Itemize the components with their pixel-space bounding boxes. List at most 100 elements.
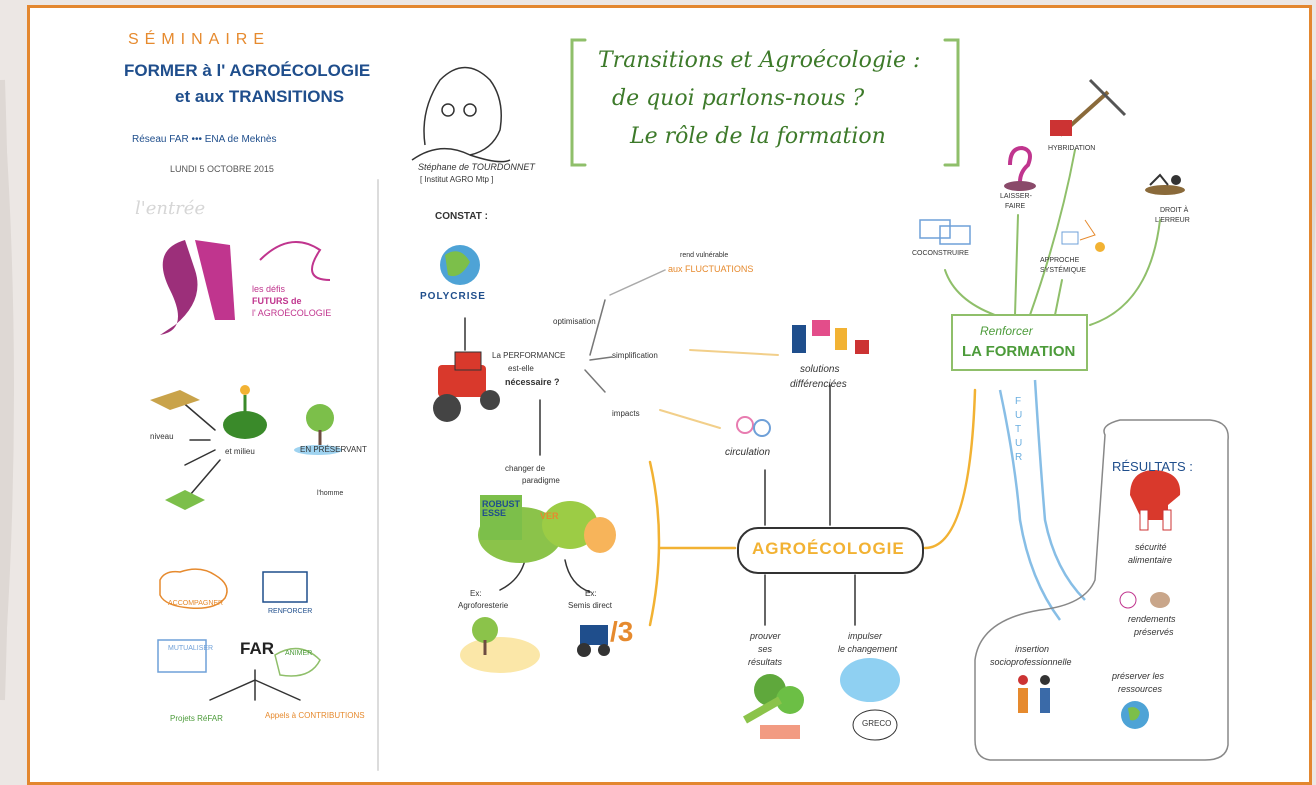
field-icon xyxy=(150,390,205,510)
small-tractor-icon xyxy=(577,625,610,657)
impulser-line1: impulser xyxy=(848,631,883,641)
trees-illustration xyxy=(478,495,616,563)
tree-icon xyxy=(294,404,342,455)
ex-agro-line2: Agroforesterie xyxy=(458,601,509,610)
greco-label: GRECO xyxy=(862,719,892,728)
polycrise-label: POLYCRISE xyxy=(420,291,486,302)
projets-label: Projets RéFAR xyxy=(170,714,223,723)
securite-line1: sécurité xyxy=(1135,542,1167,552)
prouver-line1: prouver xyxy=(750,631,781,641)
solutions-icon xyxy=(792,320,869,354)
agroecologie-label: AGROÉCOLOGIE xyxy=(752,539,905,558)
rendement-line2: préservés xyxy=(1134,627,1174,637)
entree-label: l'entrée xyxy=(135,198,206,219)
mutualiser-label: MUTUALISER xyxy=(168,645,214,652)
seminar-title-line2: et aux TRANSITIONS xyxy=(175,87,345,106)
insertion-line1: insertion xyxy=(1015,644,1050,654)
ribbon-icon xyxy=(160,240,331,335)
bubbles-icon xyxy=(919,219,971,245)
defis-line1: les défis xyxy=(252,284,286,294)
insertion-line2: socioprofessionnelle xyxy=(990,657,1072,667)
hybridation-label: HYBRIDATION xyxy=(1048,145,1096,152)
fluctuations-line2: aux FLUCTUATIONS xyxy=(668,264,754,274)
plant-icon xyxy=(223,385,267,439)
ex-semis-line2: Semis direct xyxy=(568,601,613,610)
question-line2: est-elle xyxy=(508,364,534,373)
resultats-heading: RÉSULTATS : xyxy=(1112,459,1193,474)
people-icon xyxy=(1018,675,1050,713)
simplification-label: simplification xyxy=(612,351,658,360)
ex-agro-line1: Ex: xyxy=(470,589,482,598)
laisser-line2: FAIRE xyxy=(1005,203,1026,210)
coconstruire-label: COCONSTRUIRE xyxy=(912,250,969,257)
robustesse-label: ROBUSTESSE xyxy=(482,499,520,518)
broccoli-icon xyxy=(743,674,804,739)
preserver-line1: préserver les xyxy=(1112,671,1165,681)
far-label: FAR xyxy=(240,639,274,658)
futur-label: FUTUR xyxy=(1015,396,1023,463)
speaker-name: Stéphane de TOURDONNET xyxy=(418,162,535,172)
laisser-line1: LAISSER- xyxy=(1000,193,1032,200)
poster-frame xyxy=(27,5,1312,785)
question-line3: nécessaire ? xyxy=(505,377,560,387)
droit-line2: L'ERREUR xyxy=(1155,217,1190,224)
renforcer-box xyxy=(951,314,1088,371)
approche-line1: APPROCHE xyxy=(1040,257,1080,264)
agroecologie-box xyxy=(737,527,924,574)
question-line1: La PERFORMANCE xyxy=(492,351,566,360)
seeds-icon xyxy=(1119,591,1170,609)
preserver-line2: ressources xyxy=(1118,684,1163,694)
rendement-line1: rendements xyxy=(1128,614,1176,624)
renforcer-line2: LA FORMATION xyxy=(962,343,1076,360)
milieu-label: et milieu xyxy=(225,447,255,456)
paradigme-line1: changer de xyxy=(505,464,546,473)
paradigme-line2: paradigme xyxy=(522,476,560,485)
earth-icon xyxy=(1121,701,1149,729)
accompagner-label: ACCOMPAGNER xyxy=(168,600,224,607)
defis-line2: FUTURS de xyxy=(252,296,302,306)
question-icon xyxy=(1004,145,1036,191)
agroforestry-icon xyxy=(460,617,540,673)
seminar-label: SÉMINAIRE xyxy=(128,31,271,48)
approche-line2: SYSTÉMIQUE xyxy=(1040,267,1086,274)
lifebuoy-icon xyxy=(1130,470,1181,531)
impulser-cloud xyxy=(840,658,900,741)
seminar-date: LUNDI 5 OCTOBRE 2015 xyxy=(170,164,274,174)
speaker-portrait xyxy=(411,66,511,163)
droit-line1: DROIT À xyxy=(1160,207,1189,214)
contributions-label: Appels à CONTRIBUTIONS xyxy=(265,711,365,720)
prouver-line2: ses xyxy=(758,644,773,654)
prouver-line3: résultats xyxy=(748,657,783,667)
rake-icon xyxy=(1050,78,1127,137)
solutions-line1: solutions xyxy=(800,364,840,375)
renforcer-line1: Renforcer xyxy=(980,324,1033,338)
solutions-line2: différenciées xyxy=(790,379,847,390)
defis-line3: l' AGROÉCOLOGIE xyxy=(252,308,332,318)
birds-icon xyxy=(1145,173,1185,195)
renforcer-small-label: RENFORCER xyxy=(268,608,313,615)
homme-label: l'homme xyxy=(317,490,344,497)
fluctuations-line1: rend vulnérable xyxy=(680,252,729,259)
seminar-title-line1: FORMER à l' AGROÉCOLOGIE xyxy=(124,61,371,80)
main-title-line3: Le rôle de la formation xyxy=(630,124,886,149)
far-icons xyxy=(157,568,321,677)
circulation-label: circulation xyxy=(725,447,771,458)
ex-semis-line1: Ex: xyxy=(585,589,597,598)
animer-label: ANIMER xyxy=(285,650,313,657)
main-title-line2: de quoi parlons-nous ? xyxy=(612,86,865,111)
speaker-institution: [ Institut AGRO Mtp ] xyxy=(420,175,494,184)
fraction-label: /3 xyxy=(610,616,634,647)
ver-label: VER xyxy=(540,511,559,521)
network-label: Réseau FAR ••• ENA de Meknès xyxy=(132,134,277,145)
impacts-label: impacts xyxy=(612,409,640,418)
tractor-icon xyxy=(433,351,500,422)
preservant-label: EN PRÉSERVANT xyxy=(300,445,367,454)
globe-icon xyxy=(440,245,480,285)
optimisation-label: optimisation xyxy=(553,317,596,326)
securite-line2: alimentaire xyxy=(1128,555,1173,565)
main-title-line1: Transitions et Agroécologie : xyxy=(598,48,921,73)
circulation-icon xyxy=(736,416,771,437)
niveau-label: niveau xyxy=(150,432,174,441)
